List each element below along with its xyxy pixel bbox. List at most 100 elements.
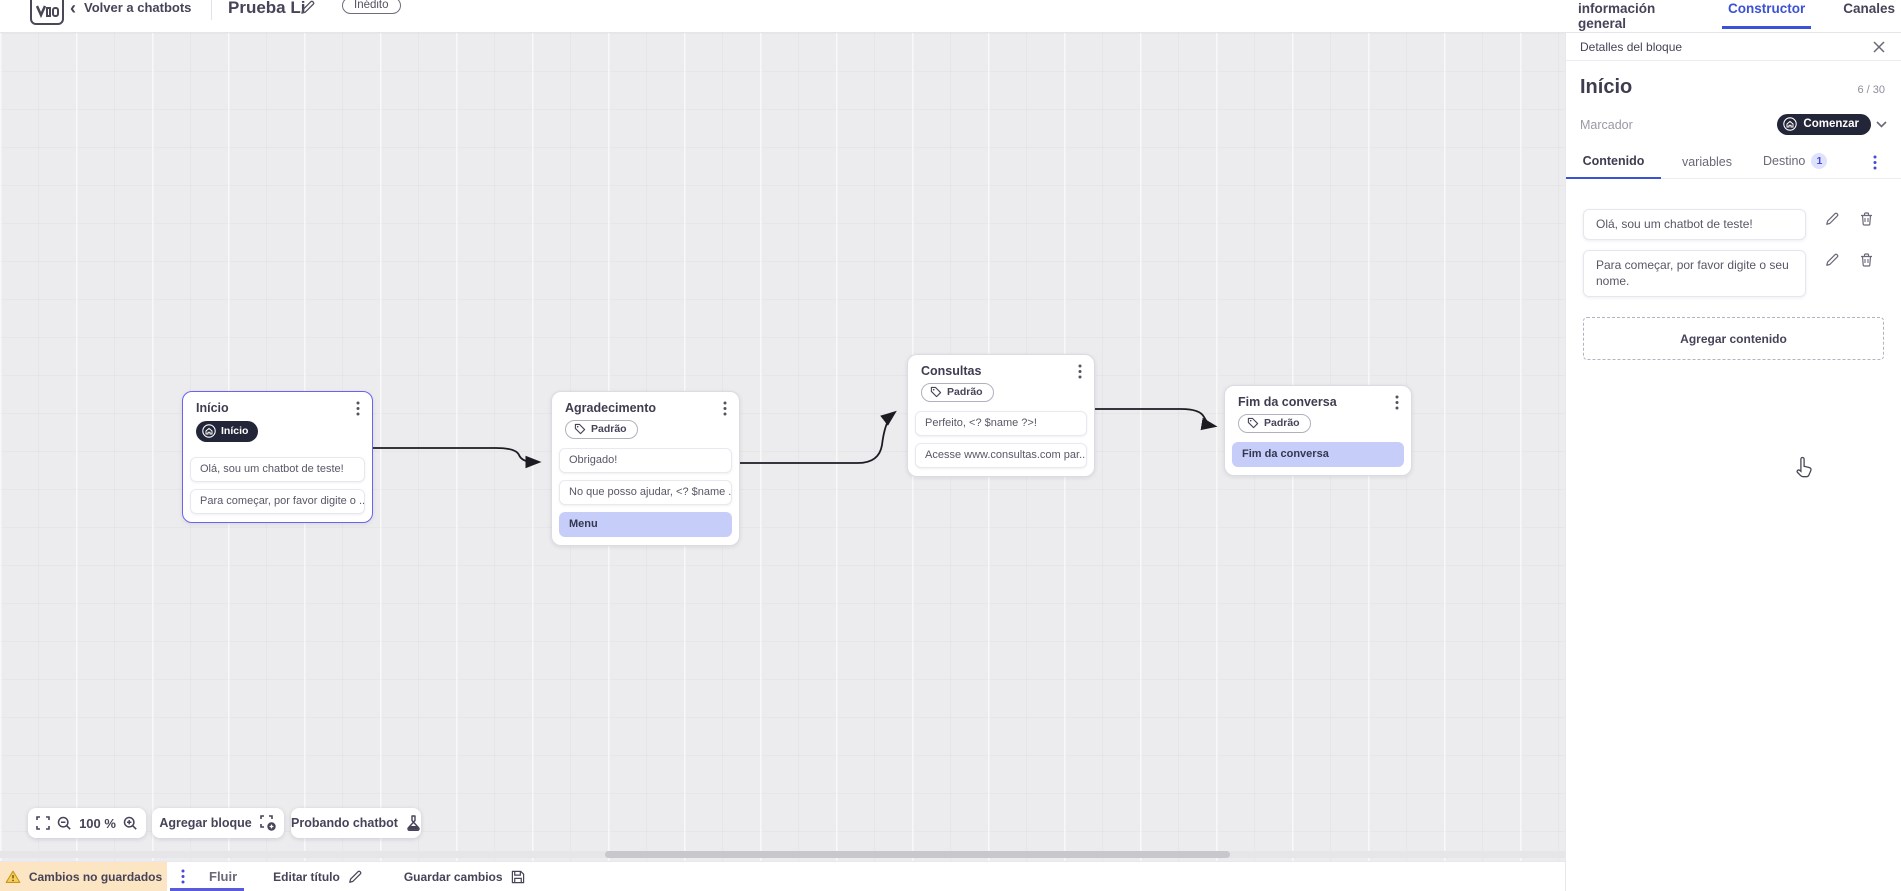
top-header: ‹ Volver a chatbots Prueba Li Inédito in… — [0, 0, 1901, 33]
flow-options-kebab-icon[interactable] — [179, 869, 187, 884]
chevron-down-icon[interactable] — [1876, 121, 1887, 128]
tab-variables[interactable]: variables — [1681, 155, 1733, 169]
save-changes-button[interactable]: Guardar cambios — [404, 870, 525, 884]
node-content-row[interactable]: No que posso ajudar, <? $name ... — [559, 480, 732, 505]
node-content-row[interactable]: Obrigado! — [559, 448, 732, 473]
save-icon — [511, 870, 524, 883]
main-nav-tabs: información general Constructor Canales — [1572, 0, 1901, 33]
content-list: Olá, sou um chatbot de teste! — [1566, 179, 1901, 478]
flask-icon — [407, 815, 420, 831]
content-item: Para começar, por favor digite o seu nom… — [1583, 250, 1885, 297]
close-icon[interactable] — [1873, 40, 1885, 53]
delete-content-button[interactable] — [1860, 253, 1873, 267]
destino-count-badge: 1 — [1811, 153, 1828, 169]
tab-informacion-general[interactable]: información general — [1578, 1, 1656, 31]
tab-canales[interactable]: Canales — [1843, 1, 1895, 16]
tag-icon — [574, 423, 586, 435]
chatbot-title: Prueba Li — [228, 0, 306, 17]
node-agradecimento[interactable]: Agradecimento Padrão Obrigado! No que po… — [551, 391, 740, 546]
content-text-box[interactable]: Olá, sou um chatbot de teste! — [1583, 209, 1806, 240]
edit-title-button[interactable]: Editar título — [273, 870, 362, 884]
badge-label: Padrão — [591, 423, 627, 435]
mouse-cursor — [1796, 456, 1814, 478]
node-title: Agradecimento — [565, 401, 656, 415]
node-fim-da-conversa[interactable]: Fim da conversa Padrão Fim da conversa — [1224, 385, 1412, 476]
add-block-button[interactable]: Agregar bloque — [152, 808, 284, 838]
tab-destino-label: Destino — [1763, 154, 1806, 168]
home-icon — [202, 424, 216, 438]
marker-select[interactable]: Comenzar — [1777, 114, 1871, 135]
unsaved-changes-chip: Cambios no guardados — [0, 862, 167, 891]
tab-destino[interactable]: Destino 1 — [1757, 147, 1828, 178]
chevron-left-icon: ‹ — [70, 0, 76, 18]
panel-tabs: Contenido variables Destino 1 — [1566, 147, 1901, 179]
add-block-label: Agregar bloque — [159, 816, 252, 830]
tag-icon — [1247, 417, 1259, 429]
block-type-badge: Padrão — [1238, 414, 1311, 433]
edit-chatbot-title-button[interactable] — [300, 0, 315, 15]
block-name: Início — [1580, 76, 1633, 98]
kebab-menu-icon[interactable] — [721, 401, 729, 416]
node-content-row[interactable]: Olá, sou um chatbot de teste! — [190, 457, 365, 482]
edit-content-button[interactable] — [1825, 253, 1839, 267]
node-end-row[interactable]: Fim da conversa — [1232, 442, 1404, 467]
app-logo[interactable] — [30, 0, 64, 25]
bottom-bar: Cambios no guardados Fluir Editar título… — [0, 861, 1565, 891]
connection-edges — [373, 408, 1218, 469]
kebab-menu-icon[interactable] — [354, 401, 362, 416]
node-menu-row[interactable]: Menu — [559, 512, 732, 537]
badge-label: Padrão — [1264, 417, 1300, 429]
start-block-badge: Início — [196, 421, 259, 442]
tag-icon — [930, 386, 942, 398]
warning-icon — [5, 870, 21, 883]
node-content-row[interactable]: Para começar, por favor digite o ... — [190, 489, 365, 514]
node-content-row[interactable]: Acesse www.consultas.com par... — [915, 443, 1087, 468]
trash-icon — [1861, 253, 1872, 267]
pencil-icon — [348, 870, 362, 883]
badge-label: Início — [221, 425, 249, 437]
horizontal-scrollbar-thumb[interactable] — [605, 851, 1230, 858]
logo-glyph — [36, 5, 59, 19]
save-changes-label: Guardar cambios — [403, 869, 503, 884]
edit-title-label: Editar título — [273, 869, 340, 884]
add-content-button[interactable]: Agregar contenido — [1583, 317, 1884, 360]
test-chatbot-button[interactable]: Probando chatbot — [291, 808, 421, 838]
node-title: Início — [196, 401, 229, 415]
unsaved-changes-label: Cambios no guardados — [28, 869, 163, 884]
trash-icon — [1861, 212, 1872, 226]
marker-label: Marcador — [1580, 117, 1633, 132]
block-type-badge: Padrão — [921, 383, 994, 402]
pencil-icon — [301, 0, 315, 14]
edge-inicio-agradecimento — [373, 447, 542, 469]
tab-fluir[interactable]: Fluir — [209, 869, 238, 884]
char-counter: 6 / 30 — [1857, 84, 1885, 96]
delete-content-button[interactable] — [1860, 212, 1873, 226]
add-block-icon — [259, 815, 276, 831]
zoom-toolbar: 100 % — [28, 808, 146, 838]
tab-constructor[interactable]: Constructor — [1721, 0, 1812, 29]
panel-title: Detalles del bloque — [1580, 39, 1683, 54]
kebab-menu-icon[interactable] — [1076, 364, 1084, 379]
fullscreen-icon[interactable] — [36, 816, 50, 830]
edge-agradecimento-consultas — [740, 410, 897, 464]
panel-header: Detalles del bloque — [1566, 33, 1901, 61]
node-title: Consultas — [921, 364, 982, 378]
back-label: Volver a chatbots — [84, 0, 192, 15]
zoom-out-icon[interactable] — [57, 816, 72, 831]
node-inicio[interactable]: Início Início Olá, sou um chatbot de tes… — [182, 391, 373, 523]
flow-canvas[interactable]: Início Início Olá, sou um chatbot de tes… — [0, 33, 1565, 861]
panel-options-kebab-icon[interactable] — [1871, 155, 1879, 170]
home-icon — [1783, 117, 1798, 131]
edge-consultas-fim — [1095, 408, 1218, 431]
kebab-menu-icon[interactable] — [1393, 395, 1401, 410]
tab-contenido[interactable]: Contenido — [1566, 148, 1661, 179]
content-text-box[interactable]: Para começar, por favor digite o seu nom… — [1583, 250, 1806, 297]
horizontal-scrollbar — [0, 851, 1565, 858]
back-to-chatbots-button[interactable]: ‹ Volver a chatbots — [70, 0, 192, 18]
node-consultas[interactable]: Consultas Padrão Perfeito, <? $name ?>! … — [907, 354, 1095, 477]
content-item: Olá, sou um chatbot de teste! — [1583, 209, 1885, 240]
test-chatbot-label: Probando chatbot — [291, 816, 398, 830]
node-content-row[interactable]: Perfeito, <? $name ?>! — [915, 411, 1087, 436]
zoom-in-icon[interactable] — [123, 816, 138, 831]
edit-content-button[interactable] — [1825, 212, 1839, 226]
